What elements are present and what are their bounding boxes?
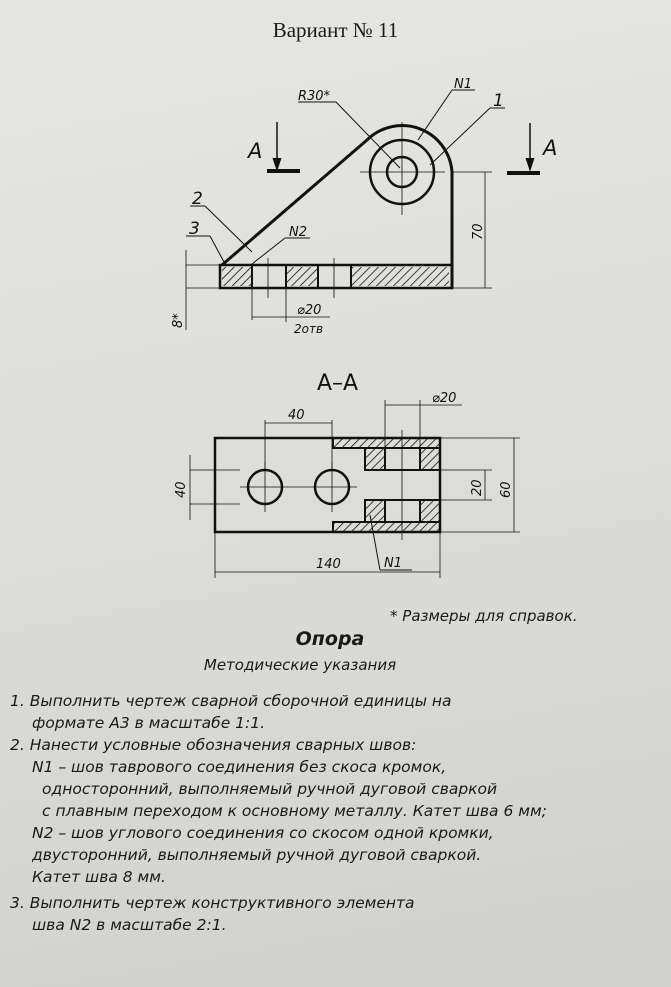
dim-60: 60 [499, 481, 514, 498]
instruction-line: двусторонний, выполняемый ручной дуговой… [32, 846, 482, 864]
dim-140: 140 [316, 557, 341, 572]
section-view [189, 400, 520, 578]
instruction-line: формате А3 в масштабе 1:1. [32, 714, 266, 732]
variant-title: Вариант № 11 [272, 18, 399, 42]
lug-outline [365, 124, 454, 288]
label-section-a-left: A [246, 139, 262, 163]
dim-20: 20 [470, 479, 485, 496]
dim-40-top: 40 [288, 408, 305, 423]
instruction-line: N1 – шов таврового соединения без скоса … [32, 758, 447, 776]
front-view-labels: R30* N1 1 2 3 N2 A A 70 8* ⌀20 2отв [171, 77, 557, 336]
label-r30: R30* [298, 89, 331, 104]
label-part-3: 3 [189, 219, 200, 239]
instruction-line: Катет шва 8 мм. [32, 868, 166, 886]
instruction-line: с плавным переходом к основному металлу.… [42, 802, 547, 820]
instruction-line: шва N2 в масштабе 2:1. [32, 916, 227, 934]
label-section-a-right: A [541, 136, 557, 160]
section-view-labels: 40 ⌀20 40 20 60 140 N1 [174, 391, 514, 572]
instruction-line: 2. Нанести условные обозначения сварных … [10, 736, 417, 754]
label-n2: N2 [289, 225, 307, 240]
dim-diameter-20-section: ⌀20 [432, 391, 456, 406]
dim-2-holes: 2отв [294, 322, 323, 336]
instruction-line: односторонний, выполняемый ручной дугово… [42, 780, 498, 798]
guidelines-subheading: Методические указания [203, 656, 397, 674]
dim-8: 8* [171, 313, 186, 328]
dim-40-left: 40 [174, 481, 189, 498]
reference-dimensions-note: * Размеры для справок. [390, 607, 578, 625]
part-name-heading: Опора [295, 628, 365, 650]
dim-70: 70 [471, 223, 486, 240]
label-part-2: 2 [192, 189, 203, 209]
gusset-line [221, 138, 368, 267]
label-n1: N1 [454, 77, 472, 92]
instruction-line: 1. Выполнить чертеж сварной сборочной ед… [10, 692, 452, 710]
front-view [185, 89, 540, 330]
instructions-list: 1. Выполнить чертеж сварной сборочной ед… [10, 690, 660, 936]
label-n1-section: N1 [384, 556, 402, 571]
instruction-line: N2 – шов углового соединения со скосом о… [32, 824, 494, 842]
label-part-1: 1 [493, 91, 504, 111]
section-title: A–A [317, 371, 358, 396]
instruction-line: 3. Выполнить чертеж конструктивного элем… [10, 894, 415, 912]
dim-diameter-20: ⌀20 [297, 303, 321, 318]
